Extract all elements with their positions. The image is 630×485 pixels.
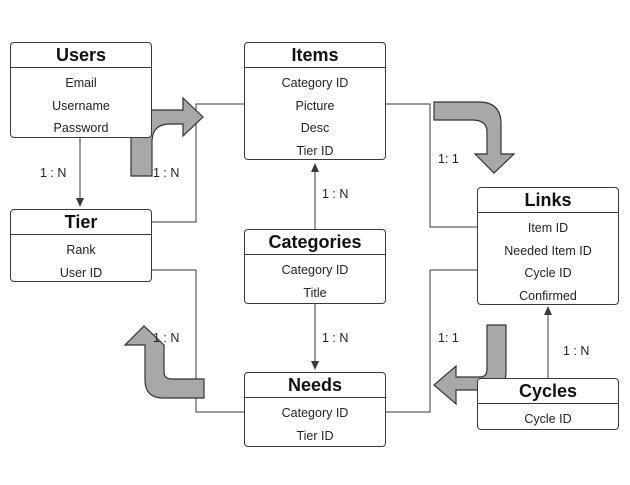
needs-field-tier-id: Tier ID	[296, 428, 334, 443]
connector-tier-needs	[152, 269, 244, 413]
label-cycles-links: 1 : N	[563, 344, 590, 358]
label-users-tier: 1 : N	[40, 166, 67, 180]
connector-items-links	[385, 103, 477, 228]
label-categories-items: 1 : N	[322, 187, 349, 201]
label-links-needs: 1: 1	[438, 331, 459, 345]
users-field-username: Username	[52, 98, 110, 113]
cycles-title: Cycles	[478, 379, 618, 404]
links-field-cycle-id: Cycle ID	[524, 266, 572, 280]
connector-links-needs	[385, 269, 477, 413]
categories-entity: Categories Category ID Title	[244, 229, 386, 304]
categories-field-title: Title	[303, 285, 327, 300]
users-entity: Users Email Username Password	[10, 42, 152, 138]
links-entity: Links Item ID Needed Item ID Cycle ID Co…	[477, 187, 619, 305]
users-field-email: Email	[65, 76, 97, 90]
needs-field-category-id: Category ID	[281, 406, 349, 420]
items-field-category-id: Category ID	[281, 76, 349, 90]
links-field-needed-item-id: Needed Item ID	[504, 243, 592, 258]
needs-title: Needs	[245, 373, 385, 398]
label-categories-needs: 1 : N	[322, 331, 349, 345]
label-tier-items: 1 : N	[153, 166, 180, 180]
users-field-password: Password	[53, 121, 109, 135]
categories-title: Categories	[245, 230, 385, 255]
links-field-item-id: Item ID	[527, 221, 569, 235]
categories-field-category-id: Category ID	[281, 263, 349, 277]
items-field-desc: Desc	[300, 121, 330, 135]
tier-field-user-id: User ID	[59, 265, 103, 280]
tier-field-rank: Rank	[66, 243, 96, 257]
tier-entity: Tier Rank User ID	[10, 209, 152, 282]
items-field-picture: Picture	[295, 98, 335, 113]
needs-entity: Needs Category ID Tier ID	[244, 372, 386, 447]
label-needs-tier: 1 : N	[153, 331, 180, 345]
flow-arrow-needs-to-tier	[123, 325, 205, 399]
items-entity: Items Category ID Picture Desc Tier ID	[244, 42, 386, 160]
cycles-entity: Cycles Cycle ID	[477, 378, 619, 430]
users-title: Users	[11, 43, 151, 68]
tier-title: Tier	[11, 210, 151, 235]
items-title: Items	[245, 43, 385, 68]
items-field-tier-id: Tier ID	[296, 143, 334, 158]
connector-tier-items	[152, 103, 244, 223]
label-items-links: 1: 1	[438, 152, 459, 166]
links-title: Links	[478, 188, 618, 213]
cycles-field-cycle-id: Cycle ID	[524, 412, 572, 426]
links-field-confirmed: Confirmed	[519, 288, 577, 303]
flow-arrow-items-to-links	[433, 101, 516, 174]
